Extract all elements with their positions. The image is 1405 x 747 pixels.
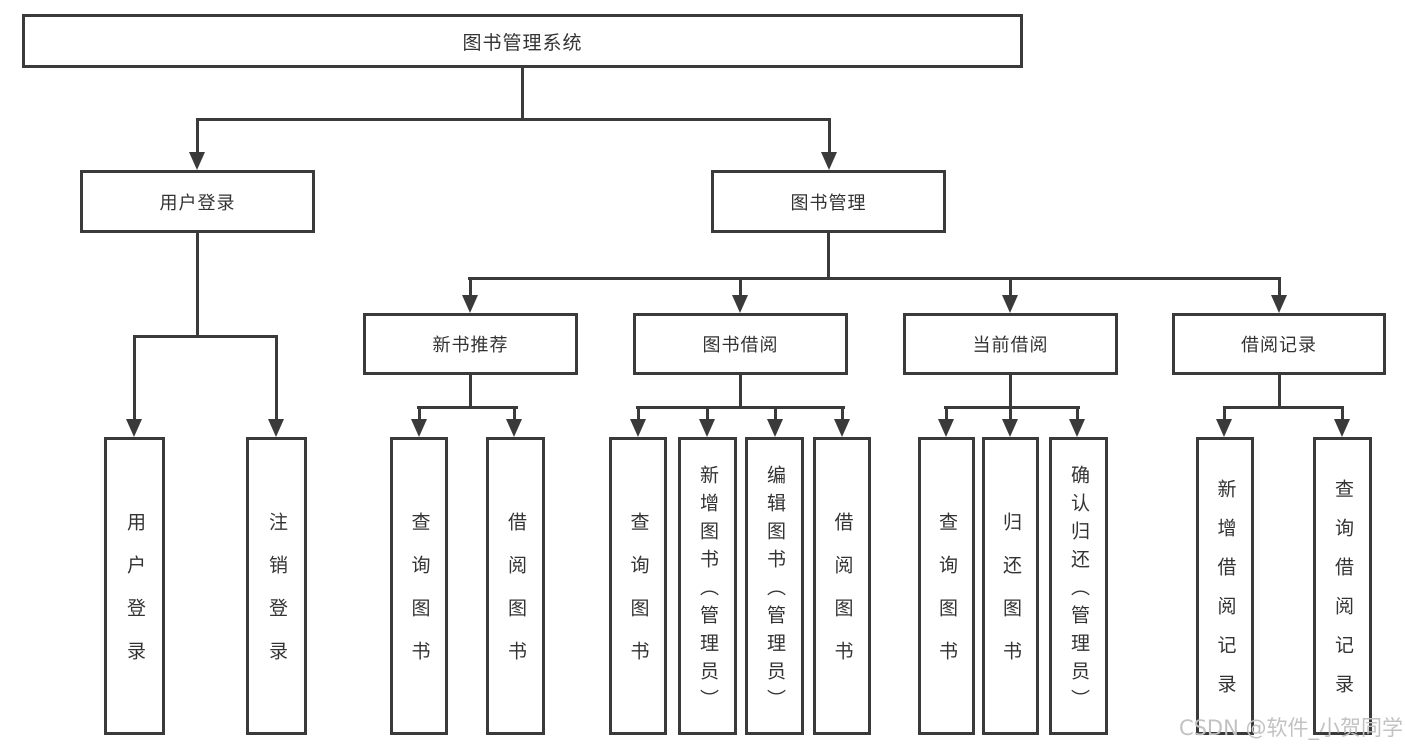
arrow-down-icon: [767, 419, 783, 437]
node-label: 编辑图书（管理员）: [764, 465, 786, 717]
node-book-management: 图书管理: [711, 170, 946, 233]
arrow-down-icon: [1271, 295, 1287, 313]
connector-line: [828, 118, 831, 154]
node-label: 图书借阅: [702, 335, 779, 356]
node-user-login-branch: 用户登录: [80, 170, 315, 233]
connector-line: [417, 406, 518, 409]
connector-line: [133, 335, 278, 338]
connector-line: [1341, 406, 1344, 422]
arrow-down-icon: [506, 419, 522, 437]
arrow-down-icon: [938, 419, 954, 437]
connector-line: [418, 406, 421, 422]
node-leaf-edit-books-admin: 编辑图书（管理员）: [745, 437, 804, 735]
connector-line: [1278, 277, 1281, 298]
node-leaf-add-borrow-record: 新增借阅记录: [1196, 437, 1254, 735]
connector-line: [841, 406, 844, 422]
node-label: 新书推荐: [432, 335, 509, 356]
node-label: 图书管理系统: [462, 31, 583, 54]
node-label: 确认归还（管理员）: [1068, 465, 1090, 717]
arrow-down-icon: [834, 419, 850, 437]
node-leaf-query-books-1: 查询图书: [390, 437, 448, 735]
connector-line: [469, 375, 472, 408]
connector-line: [468, 277, 1281, 280]
csdn-watermark: CSDN @软件_小贺同学: [1178, 716, 1403, 740]
connector-line: [133, 335, 136, 423]
node-leaf-borrow-books-1: 借阅图书: [486, 437, 545, 735]
node-current-borrowing: 当前借阅: [903, 313, 1118, 375]
arrow-down-icon: [1069, 419, 1085, 437]
connector-line: [1223, 406, 1344, 409]
connector-line: [521, 68, 524, 120]
connector-line: [469, 277, 472, 298]
connector-line: [196, 233, 199, 338]
connector-line: [196, 118, 199, 154]
arrow-down-icon: [462, 295, 478, 313]
connector-line: [1223, 406, 1226, 422]
node-book-management-system: 图书管理系统: [22, 14, 1023, 68]
node-leaf-return-books: 归还图书: [982, 437, 1039, 735]
node-leaf-query-books-2: 查询图书: [609, 437, 667, 735]
node-leaf-user-login: 用户登录: [104, 437, 165, 735]
arrow-down-icon: [821, 152, 837, 170]
node-label: 新增图书（管理员）: [697, 465, 719, 717]
connector-line: [827, 233, 830, 280]
arrow-down-icon: [699, 419, 715, 437]
node-label: 查询借阅记录: [1332, 479, 1354, 713]
node-book-borrowing: 图书借阅: [633, 313, 848, 375]
node-label: 查询图书: [627, 512, 650, 684]
node-new-book-recommend: 新书推荐: [363, 313, 578, 375]
node-label: 借阅记录: [1241, 335, 1317, 356]
node-leaf-borrow-books-2: 借阅图书: [813, 437, 871, 735]
connector-line: [706, 406, 709, 422]
arrow-down-icon: [732, 295, 748, 313]
arrow-down-icon: [630, 419, 646, 437]
node-label: 查询图书: [936, 512, 958, 684]
node-label: 借阅图书: [831, 512, 854, 684]
arrow-down-icon: [126, 419, 142, 437]
connector-line: [637, 406, 640, 422]
node-label: 用户登录: [159, 192, 236, 214]
connector-line: [636, 406, 845, 409]
node-label: 注销登录: [266, 512, 288, 684]
connector-line: [774, 406, 777, 422]
node-label: 当前借阅: [972, 335, 1049, 356]
connector-line: [944, 406, 1080, 409]
connector-line: [1278, 375, 1281, 408]
node-leaf-logout: 注销登录: [246, 437, 307, 735]
arrow-down-icon: [1002, 295, 1018, 313]
connector-line: [1009, 406, 1012, 422]
connector-line: [1009, 277, 1012, 298]
node-borrowing-records: 借阅记录: [1172, 313, 1386, 375]
node-label: 归还图书: [1000, 512, 1022, 684]
node-label: 图书管理: [790, 192, 867, 214]
node-label: 新增借阅记录: [1214, 479, 1237, 713]
node-label: 查询图书: [408, 512, 431, 684]
arrow-down-icon: [1002, 419, 1018, 437]
arrow-down-icon: [189, 152, 205, 170]
connector-line: [739, 277, 742, 298]
node-label: 用户登录: [124, 512, 146, 684]
node-leaf-query-borrow-record: 查询借阅记录: [1313, 437, 1372, 735]
connector-line: [1076, 406, 1079, 422]
node-leaf-query-books-3: 查询图书: [918, 437, 975, 735]
arrow-down-icon: [1216, 419, 1232, 437]
arrow-down-icon: [268, 419, 284, 437]
node-leaf-add-books-admin: 新增图书（管理员）: [678, 437, 737, 735]
connector-line: [513, 406, 516, 422]
connector-line: [196, 118, 831, 121]
node-label: 借阅图书: [505, 512, 527, 684]
connector-line: [945, 406, 948, 422]
arrow-down-icon: [411, 419, 427, 437]
connector-line: [1009, 375, 1012, 408]
arrow-down-icon: [1334, 419, 1350, 437]
connector-line: [739, 375, 742, 408]
connector-line: [275, 335, 278, 423]
node-leaf-confirm-return-admin: 确认归还（管理员）: [1049, 437, 1108, 735]
